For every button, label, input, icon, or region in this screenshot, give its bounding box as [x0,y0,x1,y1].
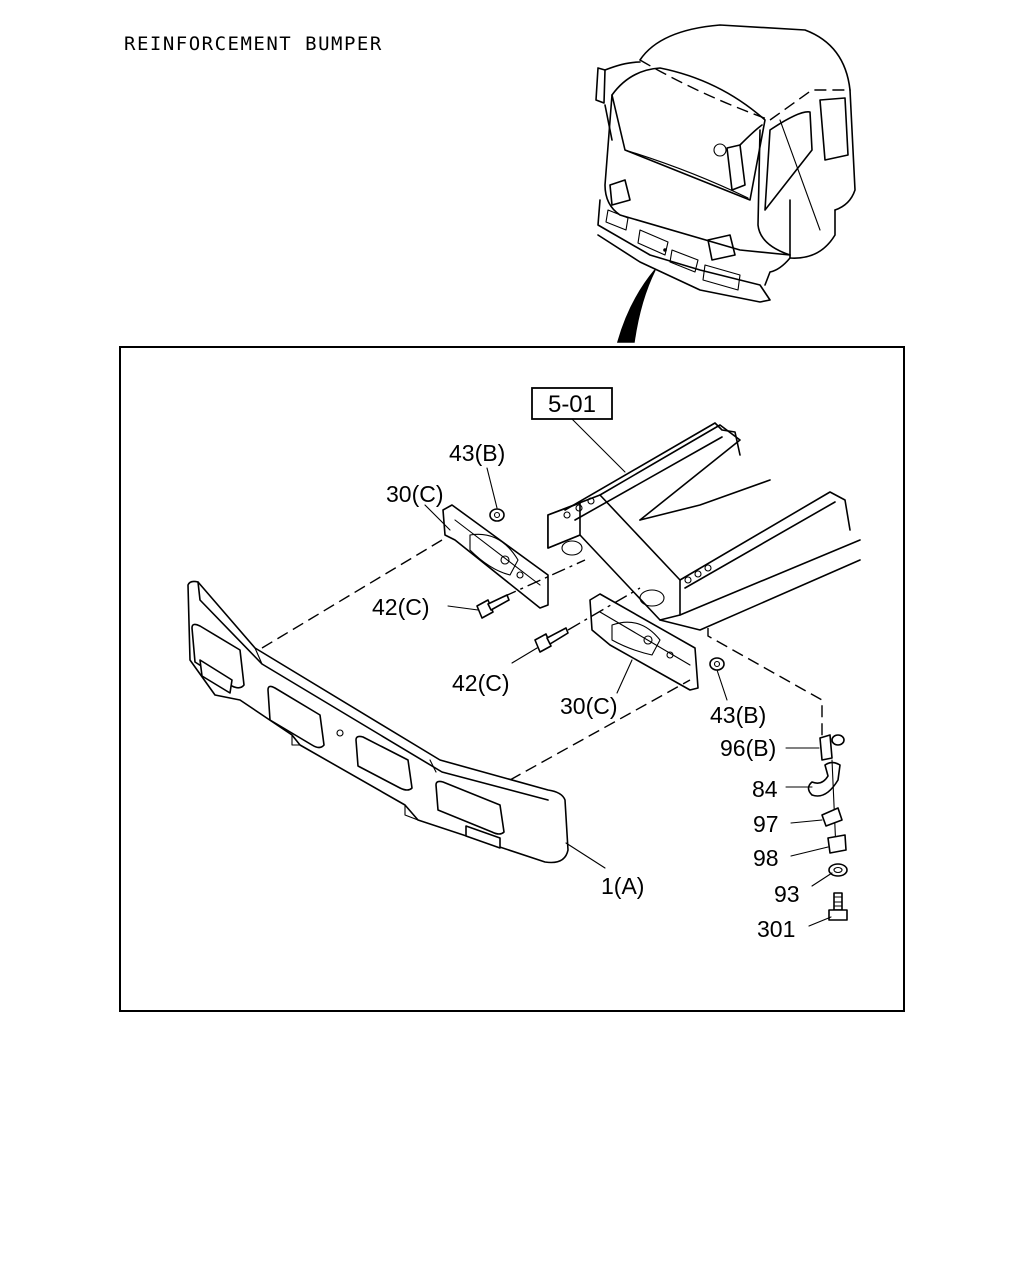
nut-43b-right [709,657,725,671]
callout-84: 84 [752,776,778,802]
callout-43b-right: 43(B) [710,702,766,728]
bolt-42c-lower [534,627,569,653]
truck-cab-illustration [595,24,856,303]
nut-43b-upper [489,508,505,522]
detail-frame [119,346,905,1012]
callout-93: 93 [774,881,800,907]
callout-43b-upper: 43(B) [449,440,505,466]
bracket-30c-upper [442,504,549,609]
reference-box-5-01: 5-01 [531,387,613,420]
callout-42c-upper: 42(C) [372,594,430,620]
callout-1a: 1(A) [601,873,644,899]
callout-30c-lower: 30(C) [560,693,618,719]
bracket-30c-lower [589,593,699,691]
callout-96b: 96(B) [720,735,776,761]
callout-98: 98 [753,845,779,871]
bolt-42c-upper [476,594,510,619]
callout-42c-lower: 42(C) [452,670,510,696]
detail-pointer-arrow [617,269,656,343]
callout-301: 301 [757,916,795,942]
tow-hook-assembly [807,734,848,921]
diagram-title: REINFORCEMENT BUMPER [124,33,383,55]
reference-label: 5-01 [548,391,596,418]
callout-30c-upper: 30(C) [386,481,444,507]
callout-97: 97 [753,811,779,837]
bumper-1a [187,580,569,864]
chassis-frame [547,422,861,631]
